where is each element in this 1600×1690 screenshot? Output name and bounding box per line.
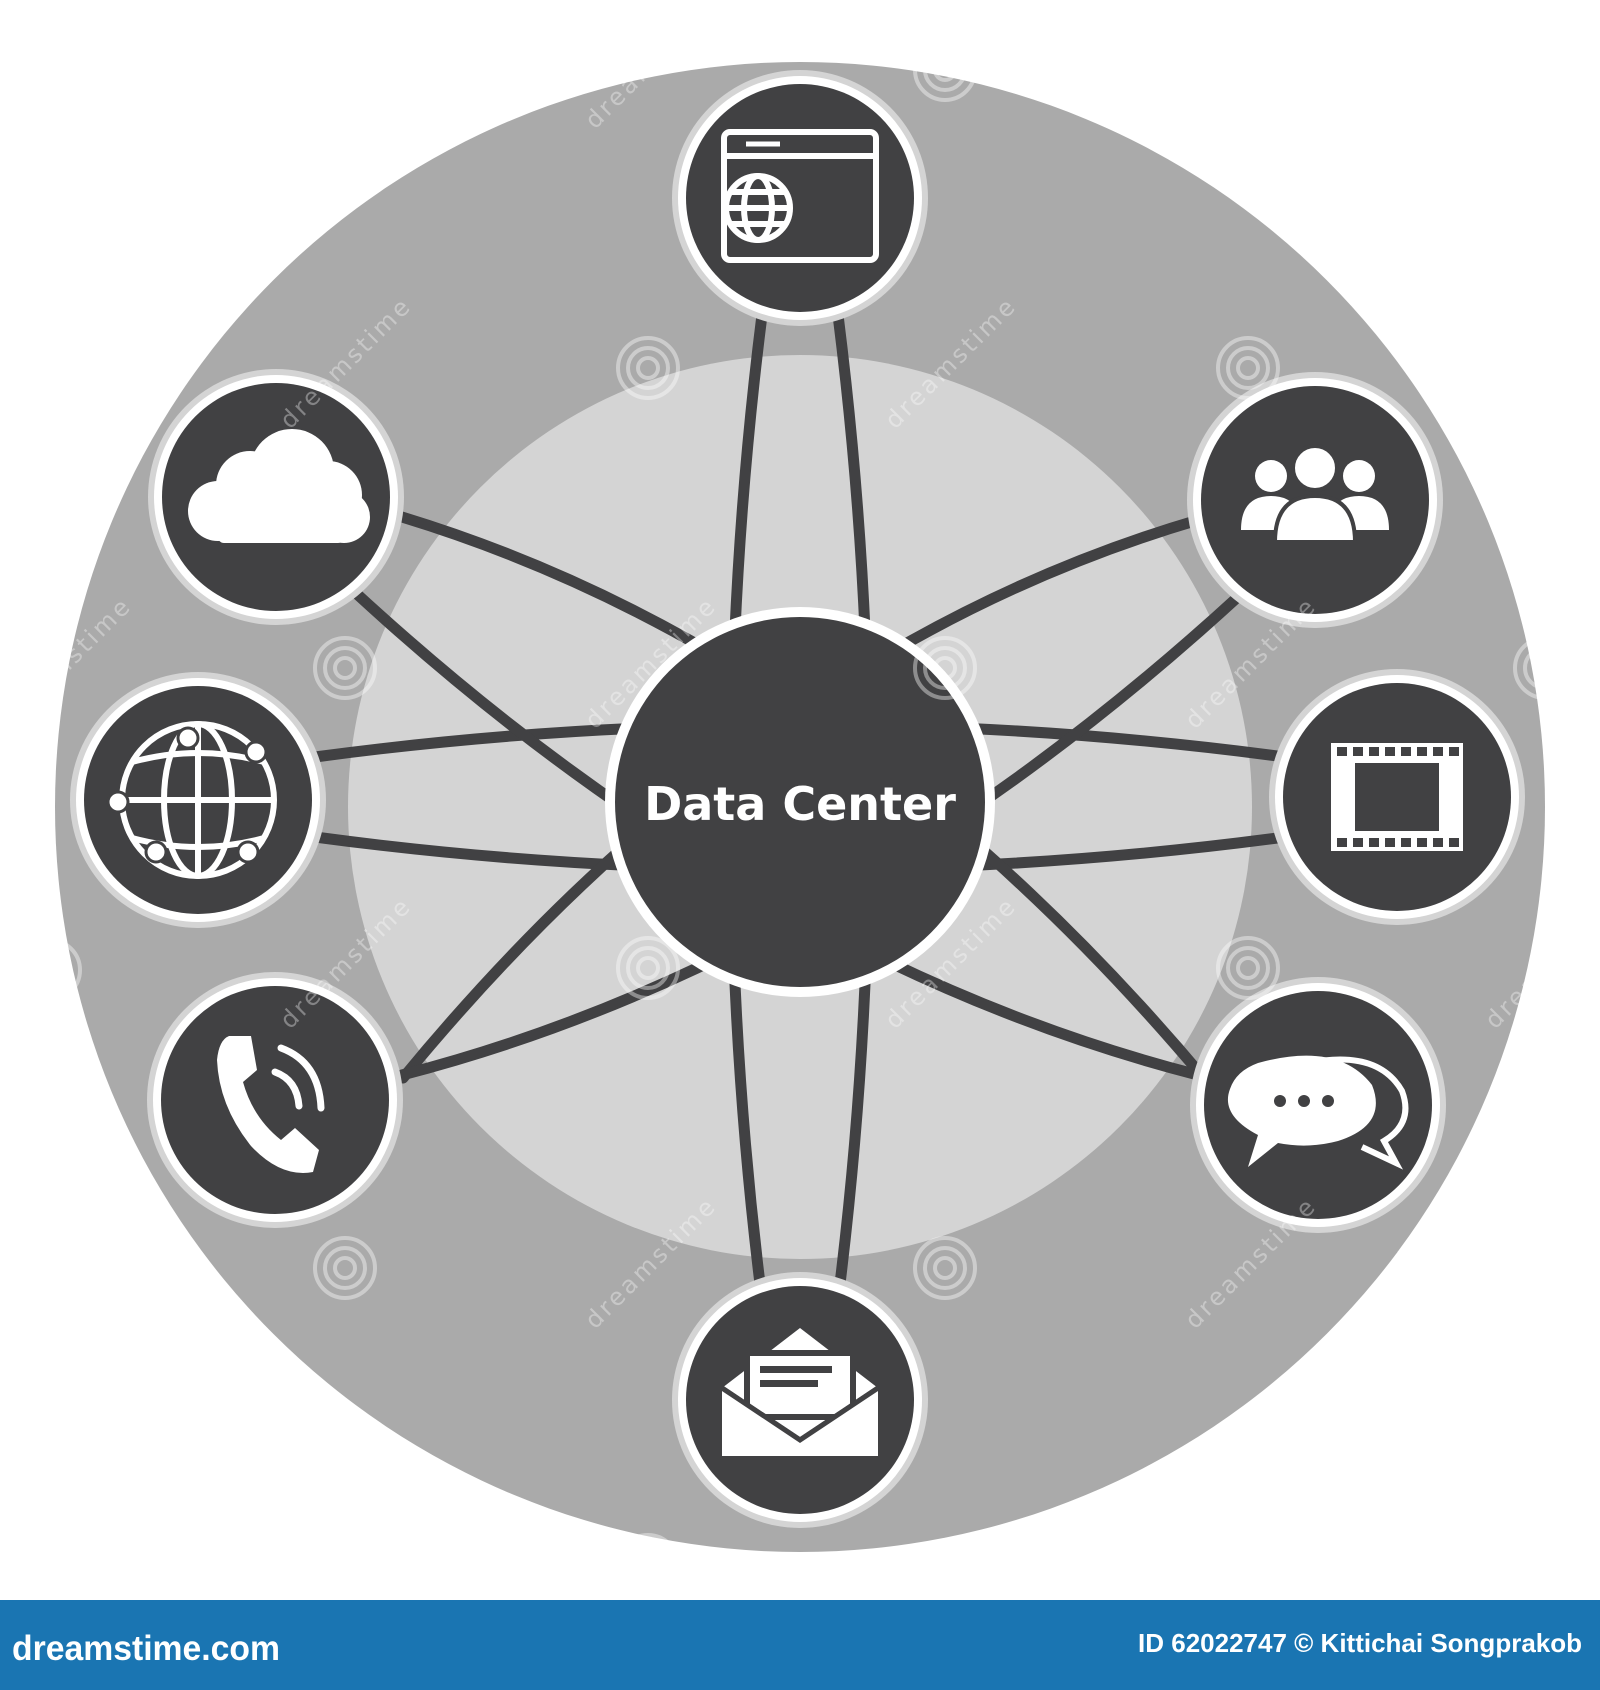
- node-web-browser: [672, 70, 928, 326]
- node-cloud: [148, 369, 404, 625]
- image-credit: ID 62022747 © Kittichai Songprakob: [1138, 1628, 1582, 1658]
- envelope-icon: [720, 1328, 880, 1456]
- node-internet: [70, 672, 326, 928]
- brand-logo-text: dreamstime.com: [12, 1629, 280, 1668]
- data-center-diagram: Data Center: [0, 0, 1600, 1597]
- phone-icon: [217, 1036, 325, 1173]
- web-browser-icon: [721, 129, 879, 263]
- svg-text:dreamstime: dreamstime: [1179, 0, 1322, 134]
- center-label: Data Center: [644, 777, 956, 831]
- node-phone: [147, 972, 403, 1228]
- data-center-hub: Data Center: [605, 607, 995, 997]
- node-email: [672, 1272, 928, 1528]
- svg-text:dreamstime: dreamstime: [1479, 291, 1600, 434]
- cloud-icon: [188, 429, 370, 543]
- footer-bar: dreamstime.com ID 62022747 © Kittichai S…: [0, 1600, 1600, 1690]
- film-strip-icon: [1331, 743, 1463, 851]
- chat-bubbles-icon: [1227, 1055, 1409, 1170]
- users-group-icon: [1241, 444, 1389, 544]
- globe-network-icon: [106, 721, 277, 879]
- svg-text:dreamstime: dreamstime: [0, 1191, 137, 1334]
- node-chat: [1190, 977, 1446, 1233]
- footer-brand: dreamstime.com: [12, 1629, 280, 1668]
- node-users: [1187, 372, 1443, 628]
- node-video: [1269, 669, 1525, 925]
